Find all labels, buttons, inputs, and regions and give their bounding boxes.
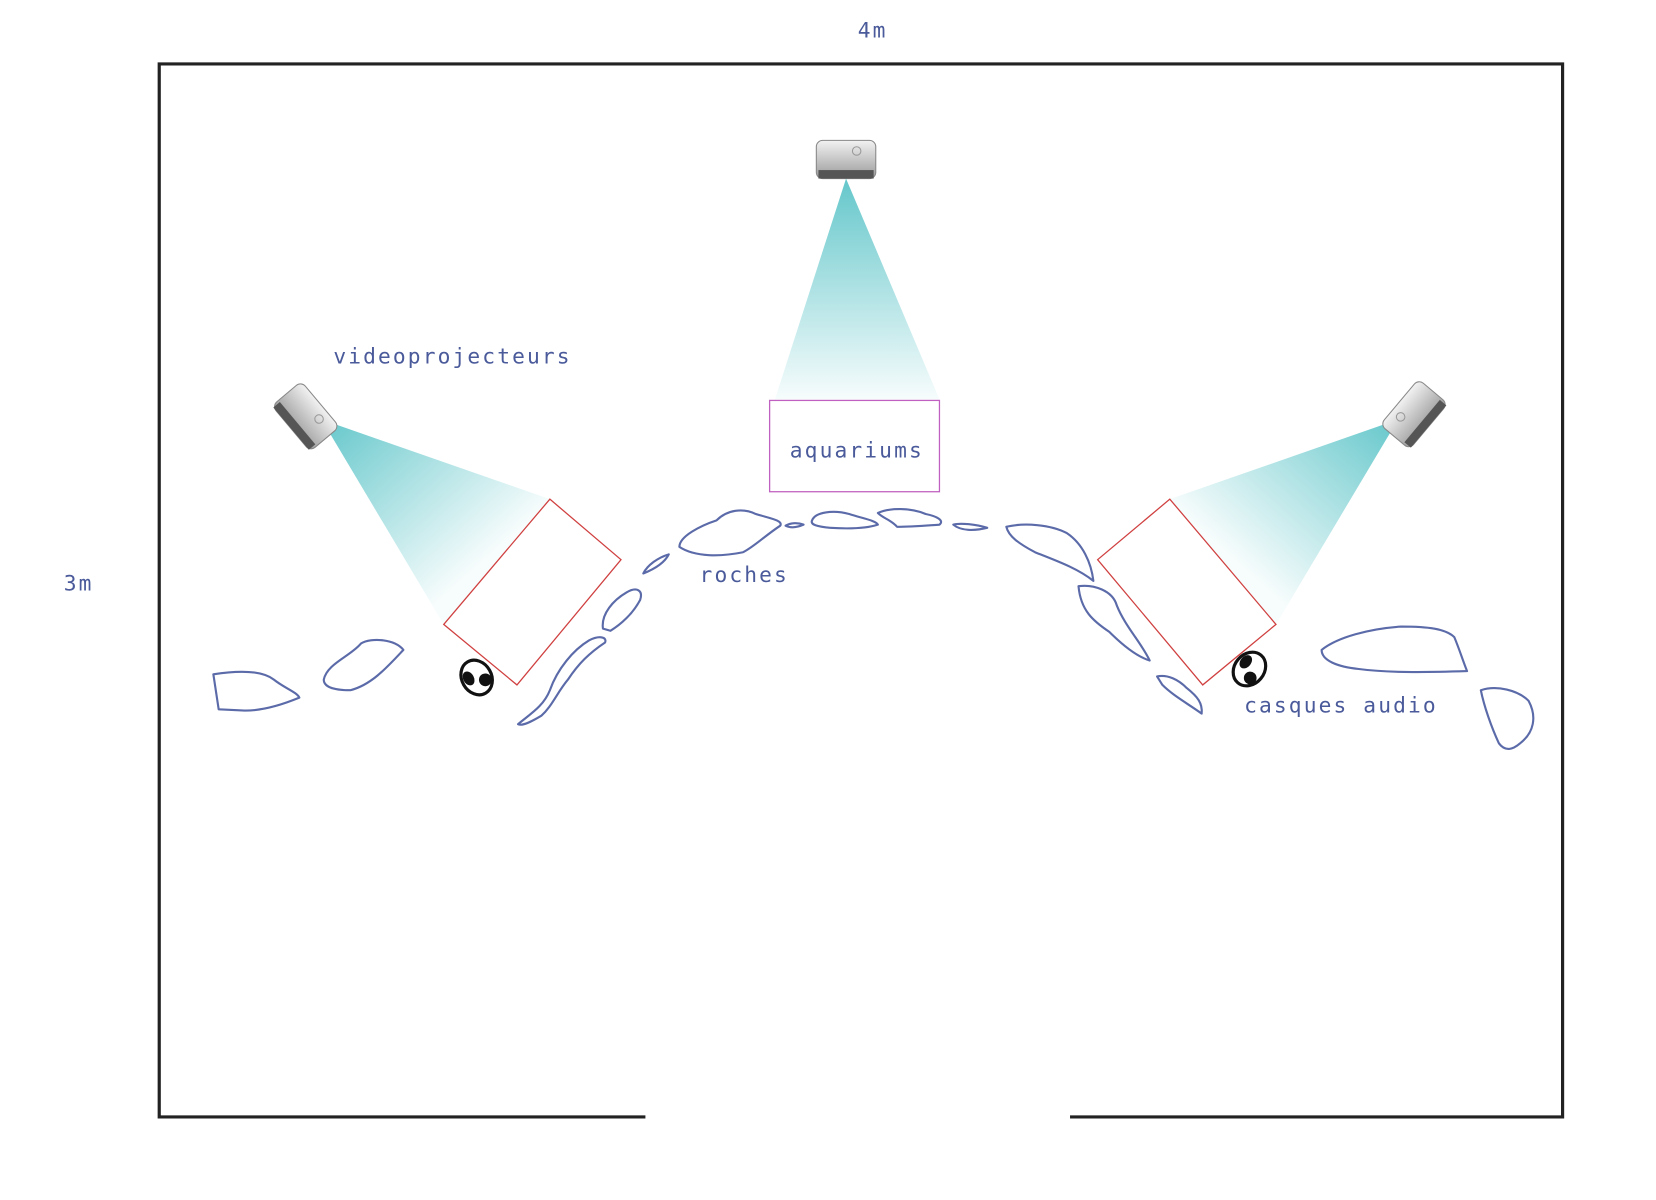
rocks-label: roches <box>700 563 789 588</box>
projectors-label: videoprojecteurs <box>333 344 571 369</box>
light-cone-right <box>1169 419 1399 625</box>
projection-screen-left <box>442 498 622 686</box>
projector-icon <box>815 139 877 180</box>
light-cone-left <box>321 419 550 625</box>
headphones-icon <box>1224 644 1275 694</box>
rocks <box>212 508 1535 750</box>
aquarium <box>768 399 941 493</box>
headphones-icon <box>453 652 501 703</box>
width-dimension-label: 4m <box>858 18 888 43</box>
aquariums-label: aquariums <box>790 439 924 464</box>
projector-icon <box>271 380 340 452</box>
light-cone-center <box>774 178 940 400</box>
projector-icon <box>1379 378 1449 450</box>
room-walls <box>157 62 1565 1119</box>
projection-screen-right <box>1096 498 1277 686</box>
headphones-label: casques audio <box>1244 694 1438 719</box>
height-dimension-label: 3m <box>64 571 94 596</box>
